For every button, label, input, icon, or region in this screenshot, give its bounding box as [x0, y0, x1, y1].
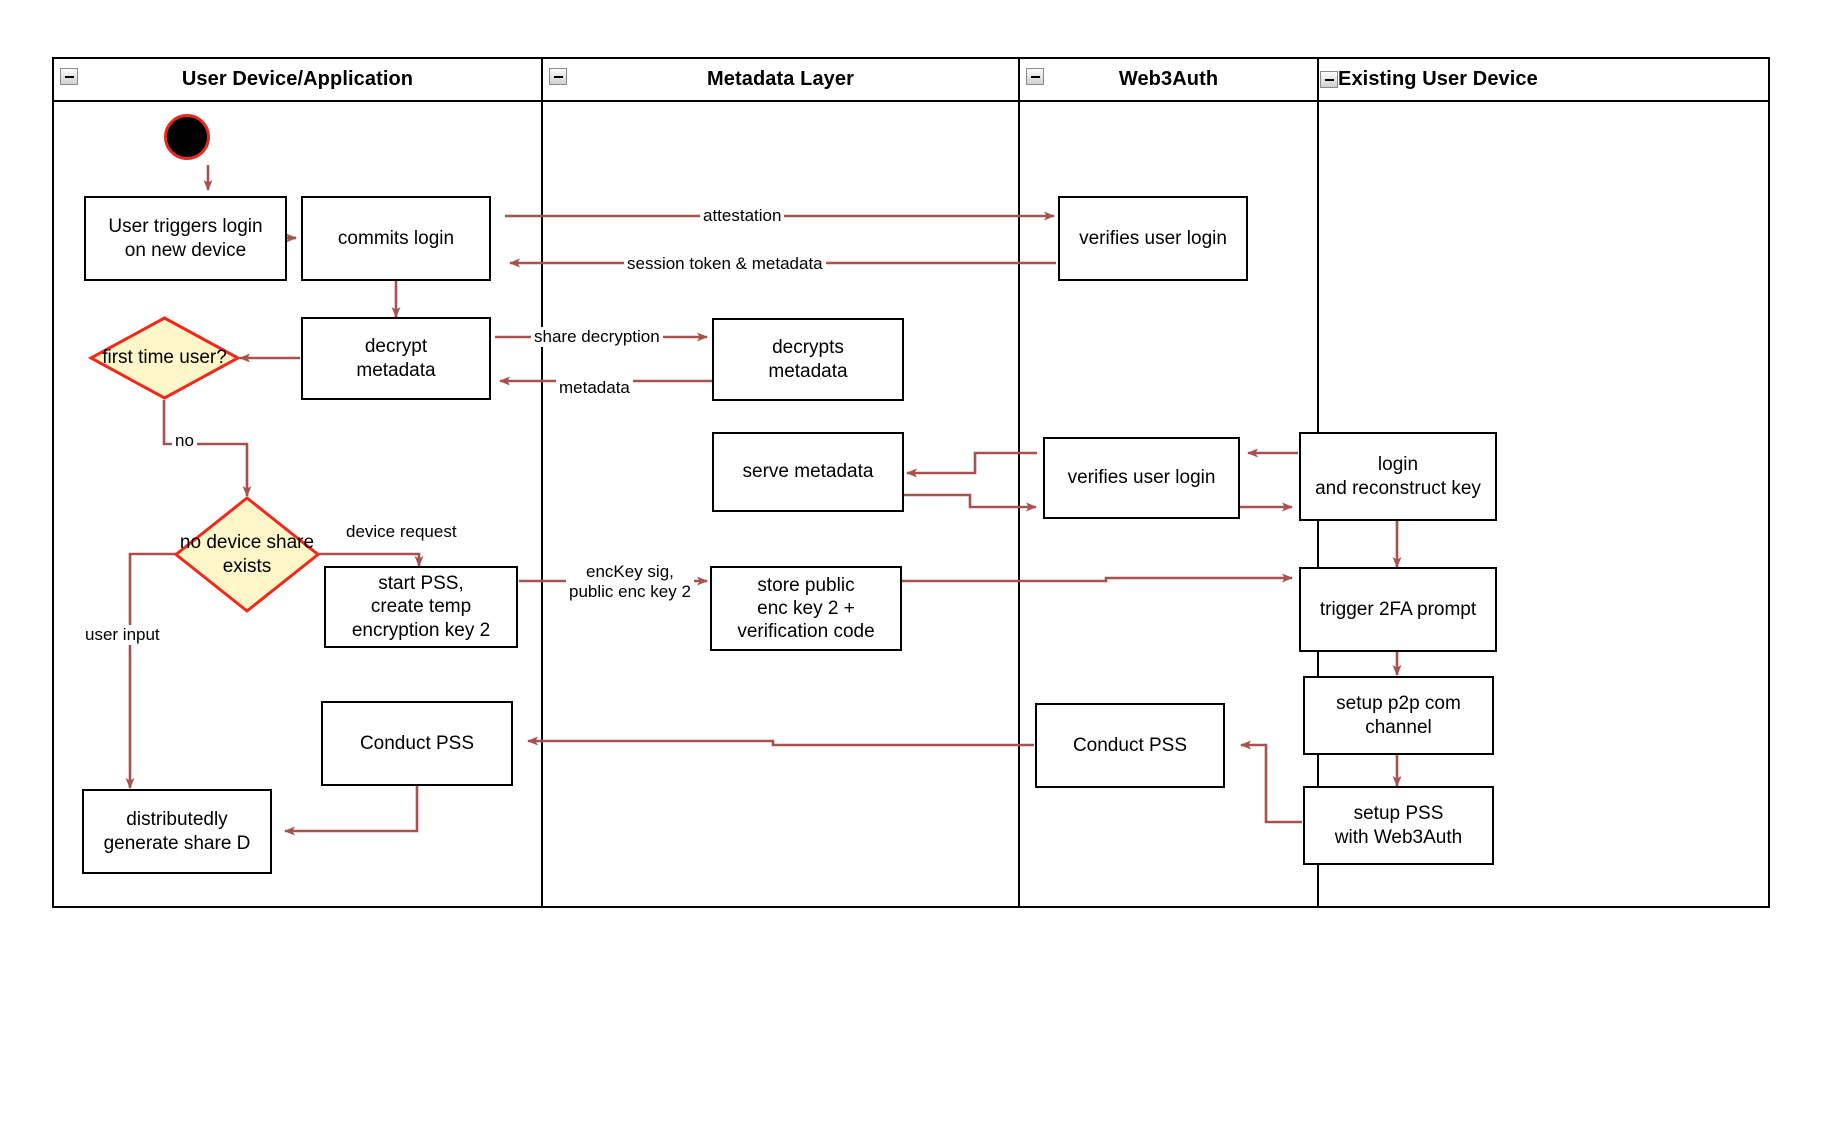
node-start-pss[interactable]: start PSS, create temp encryption key 2 — [324, 566, 518, 648]
node-distributedly-generate-share-d[interactable]: distributedly generate share D — [82, 789, 272, 874]
node-verifies-user-login-mid[interactable]: verifies user login — [1043, 437, 1240, 519]
node-line: metadata — [356, 359, 436, 381]
node-setup-pss-with-web3auth[interactable]: setup PSS with Web3Auth — [1303, 786, 1494, 865]
node-line: channel — [1365, 716, 1432, 738]
node-line: encryption key 2 — [351, 619, 491, 641]
node-line: verifies user login — [1067, 467, 1216, 489]
edge-label-no: no — [172, 431, 197, 452]
minus-icon[interactable] — [549, 68, 567, 85]
decision-first-time-user[interactable]: first time user? — [87, 316, 242, 400]
node-line: verification code — [737, 621, 875, 643]
start-node — [164, 114, 210, 160]
node-line: commits login — [337, 227, 455, 249]
node-line: trigger 2FA prompt — [1319, 598, 1477, 620]
diamond-shape — [173, 496, 321, 613]
node-line: user? — [179, 347, 227, 369]
node-line: and reconstruct key — [1315, 477, 1481, 499]
edge-label-user-input: user input — [82, 625, 163, 646]
diamond-shape — [87, 316, 242, 400]
node-line: with Web3Auth — [1334, 826, 1463, 848]
node-decrypt-metadata[interactable]: decrypt metadata — [301, 317, 491, 400]
node-setup-p2p-com-channel[interactable]: setup p2p com channel — [1303, 676, 1494, 755]
node-line: first time — [102, 347, 174, 369]
lane-title-existing-user-device: Existing User Device — [1338, 68, 1538, 90]
swimlane-diagram: User Device/Application Metadata Layer W… — [52, 57, 1770, 908]
edge-label-device-request: device request — [343, 522, 460, 543]
decision-label: no device share exists — [174, 496, 320, 613]
node-line: store public — [757, 574, 855, 596]
node-line: setup p2p com — [1336, 693, 1461, 715]
node-line: no device — [179, 532, 262, 554]
node-conduct-pss-user[interactable]: Conduct PSS — [321, 701, 513, 786]
edge-label-attestation: attestation — [700, 206, 785, 227]
lane-header-web3auth: Web3Auth — [1020, 59, 1317, 102]
lane-title-metadata-layer: Metadata Layer — [706, 68, 854, 90]
edge-label-session-token: session token & metadata — [624, 254, 826, 275]
node-line: metadata — [768, 360, 848, 382]
node-line: login — [1377, 454, 1419, 476]
node-line: share exists — [222, 532, 315, 577]
node-verifies-user-login-top[interactable]: verifies user login — [1058, 196, 1248, 281]
lane-user-device: User Device/Application — [54, 59, 541, 906]
node-line: generate share D — [103, 832, 251, 854]
edge-label-metadata: metadata — [556, 378, 633, 399]
minus-icon[interactable] — [1026, 68, 1044, 85]
lane-header-metadata-layer: Metadata Layer — [543, 59, 1018, 102]
lane-header-existing-user-device: Existing User Device — [1319, 59, 1768, 102]
edge-label-share-decryption: share decryption — [531, 327, 663, 348]
decision-no-device-share-exists[interactable]: no device share exists — [173, 496, 321, 613]
minus-icon[interactable] — [1320, 71, 1338, 88]
node-line: decrypt — [364, 336, 428, 358]
node-line: enc key 2 + — [757, 597, 855, 619]
node-line: User triggers login — [108, 216, 263, 238]
lane-web3auth: Web3Auth — [1018, 59, 1317, 906]
lane-header-user-device: User Device/Application — [54, 59, 541, 102]
node-line: setup PSS — [1353, 803, 1444, 825]
node-login-and-reconstruct-key[interactable]: login and reconstruct key — [1299, 432, 1497, 521]
edge-label-line: public enc key 2 — [569, 582, 691, 602]
node-decrypts-metadata[interactable]: decrypts metadata — [712, 318, 904, 401]
lane-title-web3auth: Web3Auth — [1118, 68, 1219, 90]
node-line: serve metadata — [742, 461, 874, 483]
minus-icon[interactable] — [60, 68, 78, 85]
node-line: Conduct PSS — [359, 732, 475, 754]
decision-label: first time user? — [89, 316, 240, 400]
node-conduct-pss-web3auth[interactable]: Conduct PSS — [1035, 703, 1225, 788]
node-line: create temp — [370, 596, 472, 618]
edge-label-enc-key-sig: encKey sig, public enc key 2 — [566, 562, 694, 603]
node-serve-metadata[interactable]: serve metadata — [712, 432, 904, 512]
node-trigger-2fa-prompt[interactable]: trigger 2FA prompt — [1299, 567, 1497, 652]
node-line: decrypts — [772, 337, 844, 359]
node-line: on new device — [124, 239, 247, 261]
edge-label-line: encKey sig, — [586, 562, 674, 581]
node-commits-login[interactable]: commits login — [301, 196, 491, 281]
lane-title-user-device: User Device/Application — [181, 68, 414, 90]
node-line: verifies user login — [1079, 227, 1227, 249]
node-store-public-enc-key[interactable]: store public enc key 2 + verification co… — [710, 566, 902, 651]
node-line: Conduct PSS — [1072, 734, 1188, 756]
node-user-triggers-login[interactable]: User triggers login on new device — [84, 196, 287, 281]
node-line: start PSS, — [378, 573, 464, 595]
lane-metadata-layer: Metadata Layer — [541, 59, 1018, 906]
node-line: distributedly — [126, 809, 228, 831]
